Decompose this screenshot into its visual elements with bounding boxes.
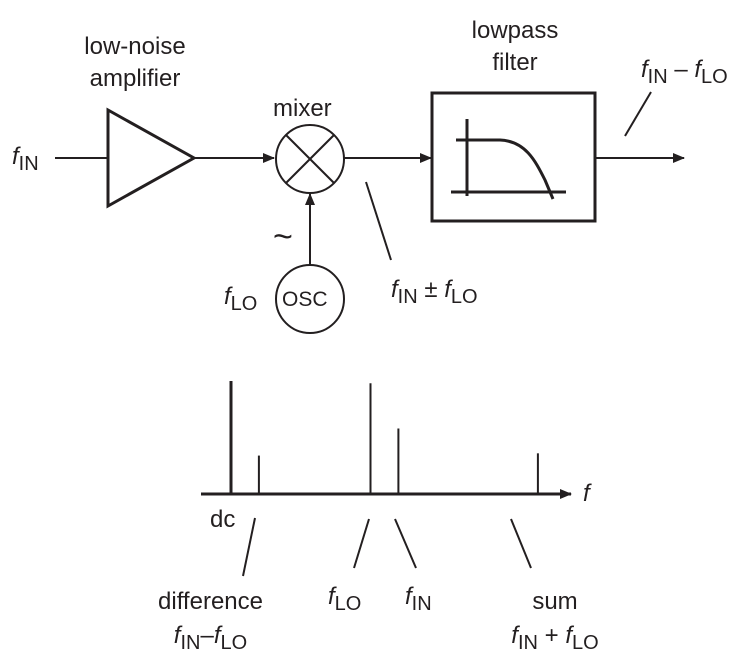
f-symbol: f [694, 56, 702, 83]
oscillator-circle [275, 264, 345, 334]
output-callout-line [624, 91, 652, 137]
lo-subscript: LO [450, 286, 478, 308]
f-symbol: f [641, 56, 648, 83]
sum-label: sum fIN + fLO [490, 585, 620, 654]
difference-label: difference fIN–fLO [133, 585, 288, 654]
mixer-cross-2 [285, 134, 335, 184]
sum-text: sum [532, 588, 578, 615]
sum-formula: fIN + fLO [490, 619, 620, 654]
plus-minus-symbol: ± [424, 276, 438, 303]
lo-subscript: LO [230, 293, 258, 315]
dc-label: dc [210, 506, 236, 533]
lo-subscript: LO [701, 66, 728, 88]
f-symbol: f [213, 622, 221, 649]
in-subscript: IN [647, 66, 668, 88]
tilde-symbol: ~ [273, 218, 293, 256]
lo-subscript: LO [220, 632, 248, 654]
output-signal-label: fIN – fLO [641, 56, 728, 88]
filter-box [430, 91, 597, 223]
amplifier-label-line2: amplifier [89, 65, 181, 92]
filter-label: lowpass filter [450, 15, 580, 79]
difference-text: difference [158, 588, 263, 615]
flo-callout-line [353, 518, 370, 569]
mixer-out-callout-line [365, 181, 392, 261]
mixer-label: mixer [273, 95, 332, 122]
plus-symbol: + [544, 622, 559, 649]
minus-symbol: – [200, 622, 214, 649]
in-subscript: IN [180, 632, 201, 654]
lo-subscript: LO [572, 632, 599, 654]
f-symbol: f [444, 276, 451, 303]
minus-symbol: – [674, 56, 688, 83]
in-subscript: IN [18, 153, 39, 175]
amplifier-label: low-noise amplifier [75, 31, 195, 95]
in-subscript: IN [411, 593, 432, 615]
f-symbol: f [391, 276, 398, 303]
filter-label-line2: filter [492, 49, 538, 76]
lo-signal-label: fLO [224, 283, 257, 315]
difference-formula: fIN–fLO [133, 619, 288, 654]
amplifier-label-line1: low-noise [84, 33, 186, 60]
mixer-output-label: fIN ± fLO [391, 276, 478, 308]
lo-subscript: LO [334, 593, 362, 615]
fin-callout-line [394, 518, 417, 569]
f-symbol: f [12, 143, 19, 170]
fin-spectrum-label: fIN [405, 583, 432, 615]
in-subscript: IN [397, 286, 418, 308]
oscillator-label: OSC [282, 288, 328, 311]
f-symbol: f [405, 583, 412, 610]
in-subscript: IN [517, 632, 538, 654]
f-symbol: f [328, 583, 335, 610]
f-symbol: f [173, 622, 181, 649]
filter-response-curve [456, 138, 555, 200]
axis-label-f: f [583, 480, 590, 507]
f-symbol: f [511, 622, 518, 649]
input-signal-label: fIN [12, 143, 39, 175]
sum-callout-line [510, 518, 532, 569]
filter-label-line1: lowpass [471, 17, 559, 44]
f-symbol: f [224, 283, 231, 310]
flo-spectrum-label: fLO [328, 583, 361, 615]
difference-callout-line [242, 517, 256, 577]
amplifier-triangle [106, 107, 198, 209]
f-symbol: f [565, 622, 572, 649]
